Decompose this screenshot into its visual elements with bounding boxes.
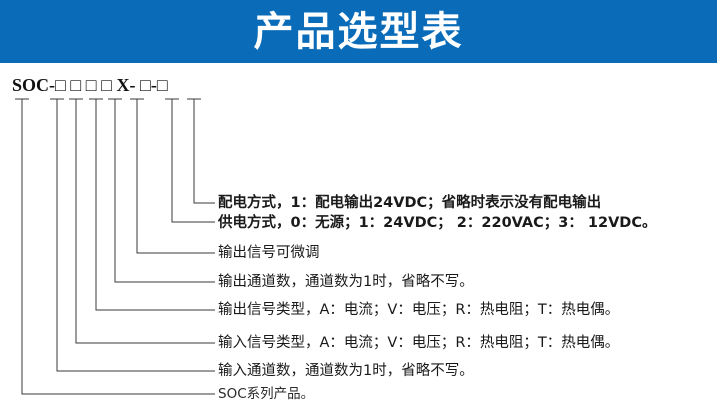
- description-series: SOC系列产品。: [218, 386, 315, 402]
- leader-line-power-distribution: [193, 99, 215, 204]
- leader-line-output-trim: [136, 99, 215, 254]
- page-banner: 产品选型表: [0, 0, 717, 63]
- description-power-supply: 供电方式，0：无源；1：24VDC； 2：220VAC；3： 12VDC。: [218, 215, 657, 231]
- description-power-distribution: 配电方式，1：配电输出24VDC；省略时表示没有配电输出: [218, 195, 602, 211]
- description-input-channels: 输入通道数，通道数为1时，省略不写。: [218, 363, 474, 379]
- description-output-signal-type: 输出信号类型，A：电流；V：电压；R：热电阻；T：热电偶。: [218, 302, 620, 318]
- page-title: 产品选型表: [253, 8, 464, 55]
- description-input-signal-type: 输入信号类型，A：电流；V：电压；R：热电阻；T：热电偶。: [218, 335, 620, 351]
- leader-line-input-signal-type: [75, 99, 215, 344]
- leader-line-output-channels: [114, 99, 215, 283]
- description-output-trim: 输出信号可微调: [218, 245, 320, 261]
- leader-line-input-channels: [56, 99, 215, 372]
- product-code-string: SOC-□ □ □ □ X- □-□: [12, 75, 168, 95]
- leader-line-series: [21, 99, 215, 395]
- leader-line-power-supply: [171, 99, 215, 223]
- description-output-channels: 输出通道数，通道数为1时，省略不写。: [218, 274, 474, 290]
- leader-line-output-signal-type: [95, 99, 215, 311]
